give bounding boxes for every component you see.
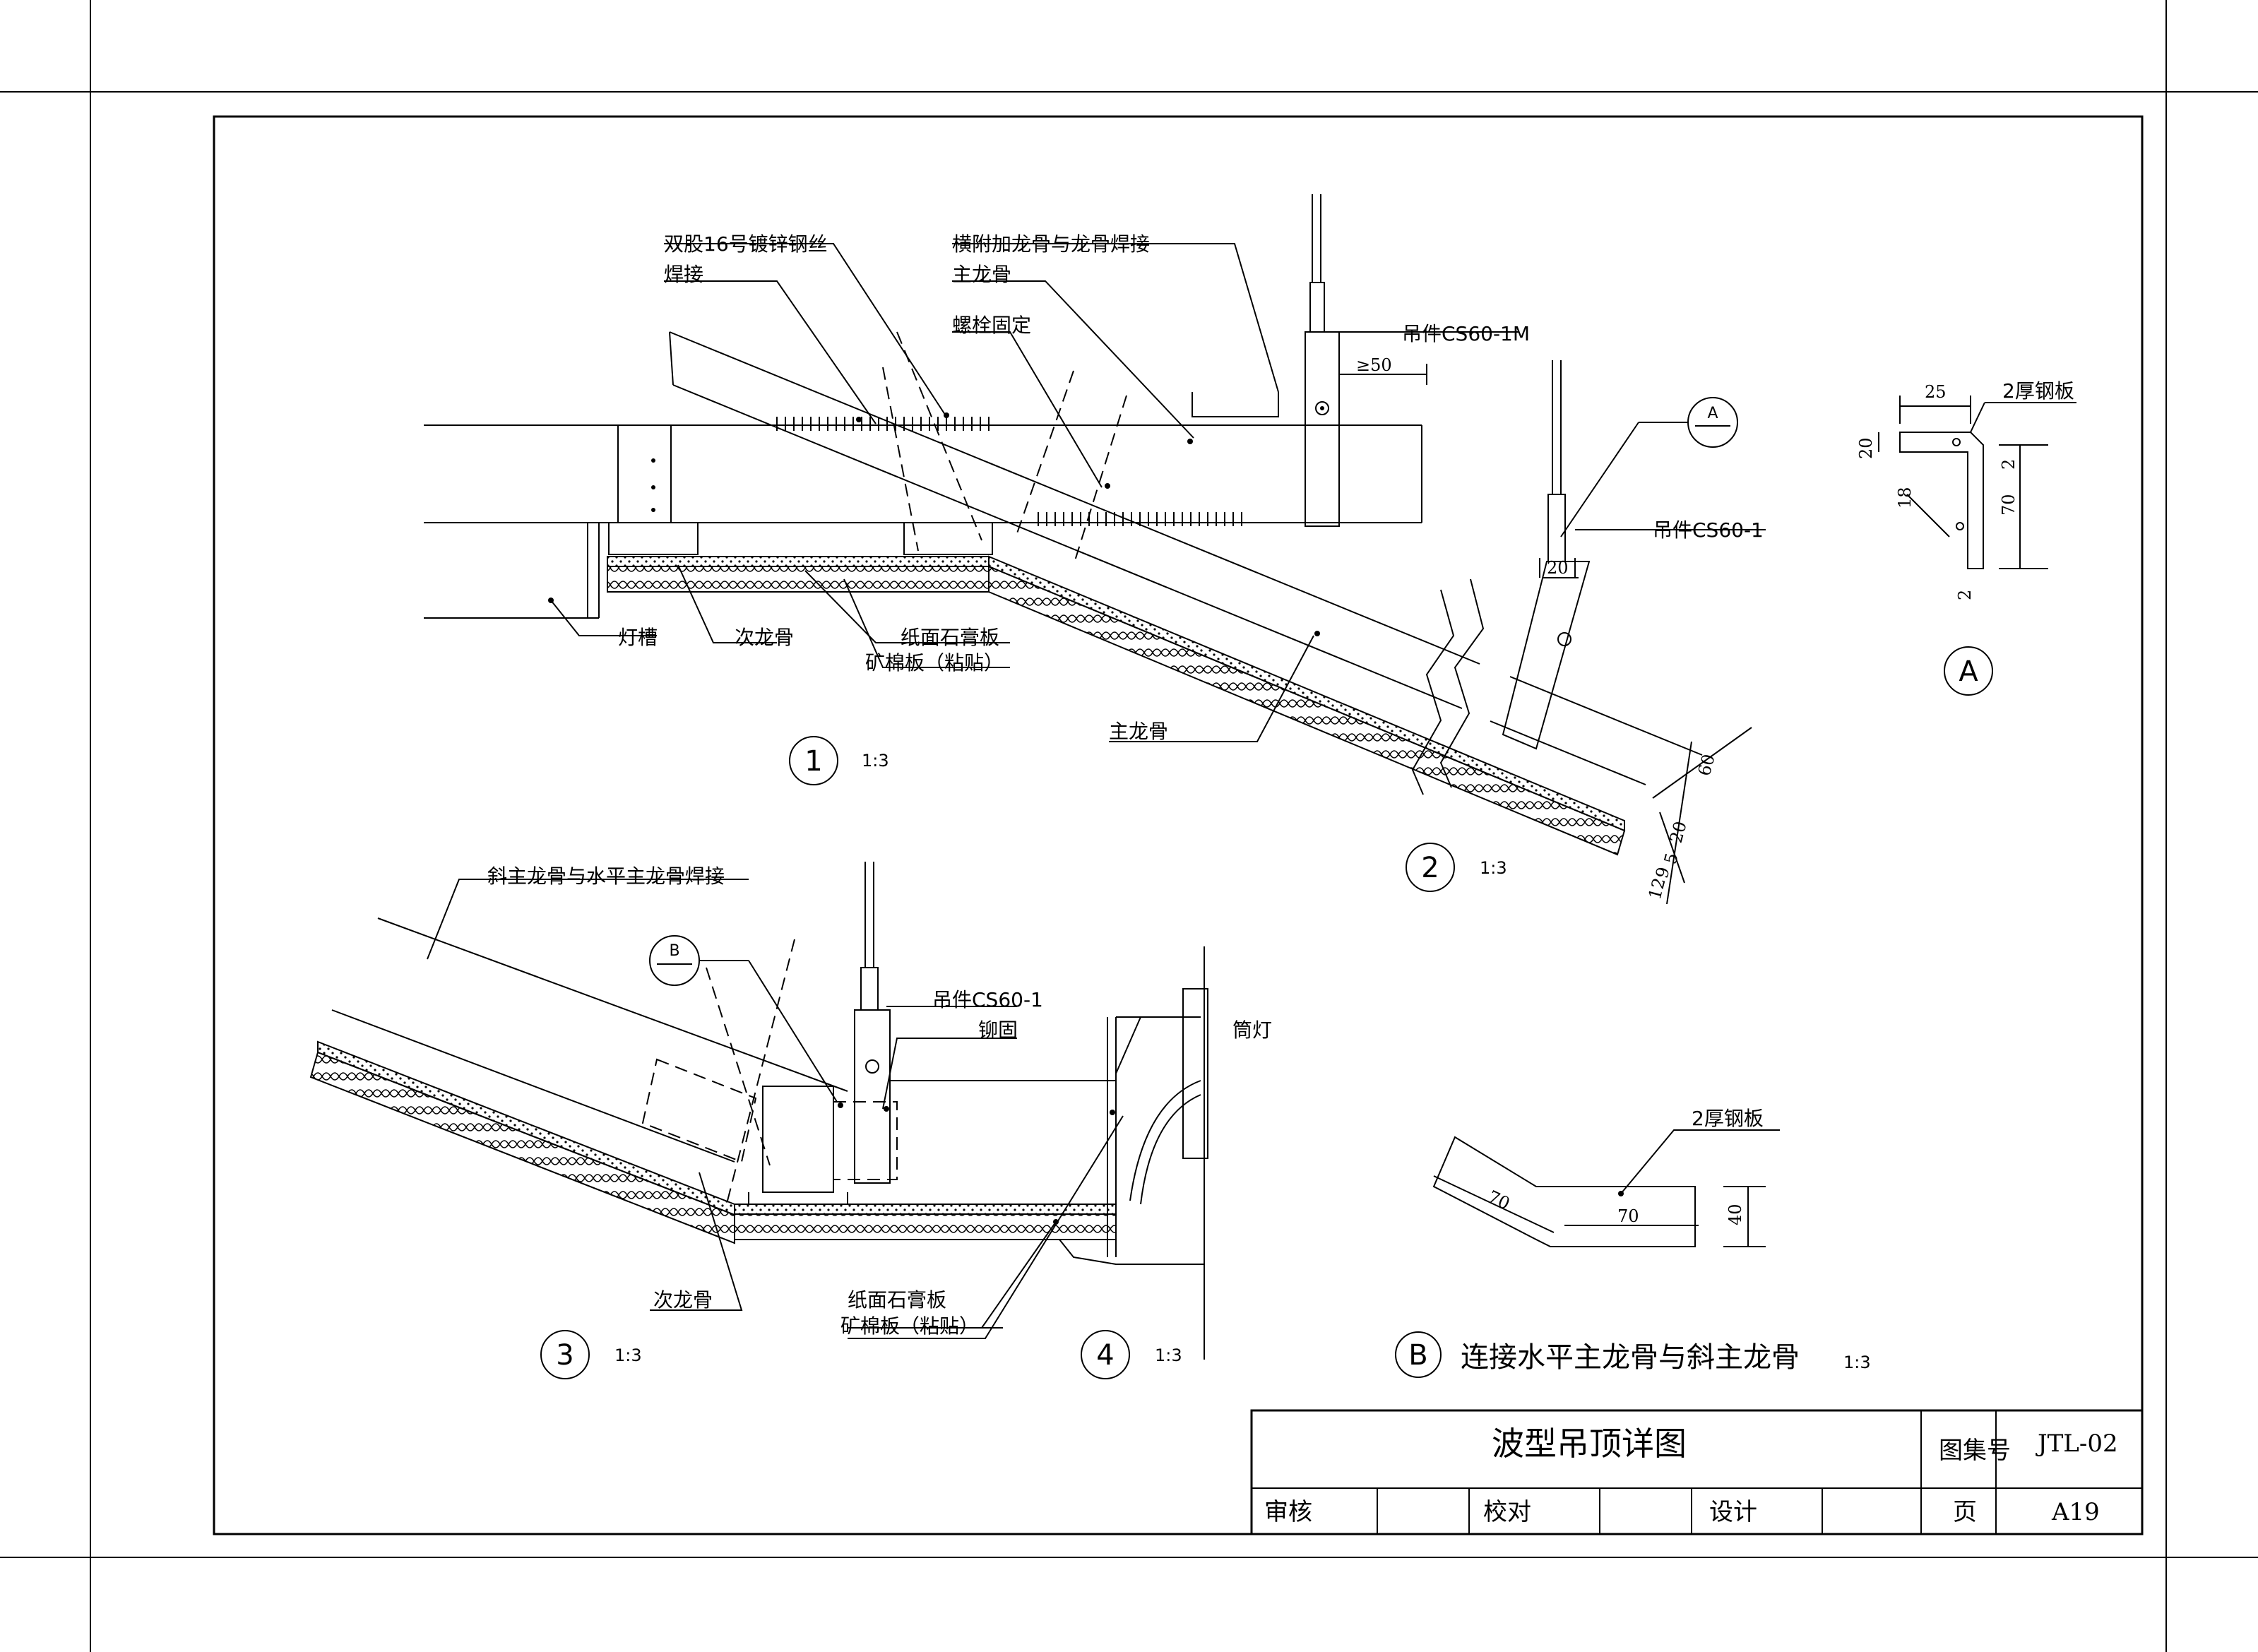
dim-2-b: 2 — [1955, 590, 1975, 600]
detail-a-number: A — [1959, 655, 1978, 688]
drawing-title: 波型吊顶详图 — [1492, 1425, 1687, 1463]
page-label: 页 — [1953, 1498, 1977, 1526]
dim-18: 18 — [1895, 487, 1915, 509]
detail-3-scale: 1:3 — [614, 1345, 642, 1365]
design-label: 设计 — [1709, 1498, 1757, 1526]
cross-weld-label: 横附加龙骨与龙骨焊接 — [952, 232, 1150, 256]
dim-50: ≥50 — [1356, 355, 1392, 375]
plate-label-b: 2厚钢板 — [1692, 1107, 1764, 1130]
check-label: 校对 — [1483, 1498, 1531, 1526]
dim-70-a: 70 — [1999, 494, 2019, 516]
detail-a-geometry — [1878, 396, 2076, 696]
detail-2-geometry — [1502, 360, 1766, 905]
callout-a: A — [1707, 405, 1718, 422]
gypsum-label-3: 纸面石膏板 — [848, 1288, 946, 1312]
detail-3-geometry — [309, 862, 1124, 1339]
title-block — [1250, 1409, 2144, 1535]
atlas-number: JTL-02 — [2036, 1430, 2118, 1458]
dim-60: 60 — [1694, 752, 1719, 778]
downlight-label: 筒灯 — [1232, 1018, 1272, 1042]
gypsum-label: 纸面石膏板 — [901, 626, 999, 649]
detail-2-number: 2 — [1421, 852, 1439, 884]
plate-label-a: 2厚钢板 — [2002, 379, 2074, 403]
page-number: A19 — [2051, 1498, 2100, 1526]
detail-4-number: 4 — [1096, 1339, 1114, 1372]
detail-4-geometry — [838, 946, 1208, 1360]
detail-4-scale: 1:3 — [1155, 1345, 1182, 1365]
dim-20-a: 20 — [1856, 437, 1876, 459]
sub-keel-label: 次龙骨 — [735, 626, 794, 649]
dim-20b: 20 — [1666, 819, 1691, 845]
main-keel-label-2: 主龙骨 — [1109, 720, 1168, 743]
bolt-label: 螺栓固定 — [952, 314, 1031, 337]
sub-keel-label-3: 次龙骨 — [653, 1288, 713, 1312]
detail-b-number: B — [1408, 1339, 1427, 1372]
detail-1-geometry — [424, 194, 1703, 856]
mineral-label: 矿棉板（粘贴） — [865, 651, 1004, 675]
hanger-1m-label: 吊件CS60-1M — [1402, 322, 1530, 345]
dim-70-b1: 70 — [1485, 1187, 1513, 1213]
hanger-label-3: 吊件CS60-1 — [932, 988, 1043, 1011]
weld-label-3: 斜主龙骨与水平主龙骨焊接 — [487, 864, 725, 888]
dim-40: 40 — [1725, 1204, 1745, 1225]
detail-1-number: 1 — [804, 745, 822, 778]
detail-1-scale: 1:3 — [862, 751, 889, 771]
light-slot-label: 灯槽 — [618, 626, 658, 649]
callout-b: B — [669, 942, 679, 960]
dim-9: 9 — [1652, 865, 1674, 881]
dim-70-b2: 70 — [1617, 1206, 1639, 1226]
detail-3-number: 3 — [556, 1339, 574, 1372]
dim-2-a: 2 — [1999, 459, 2019, 470]
detail-markers — [540, 736, 1455, 1379]
detail-b-title: 连接水平主龙骨与斜主龙骨 — [1461, 1341, 1800, 1374]
detail-b-scale: 1:3 — [1843, 1353, 1871, 1372]
atlas-label: 图集号 — [1939, 1437, 2011, 1465]
wire-label: 双股16号镀锌钢丝 — [664, 232, 828, 256]
dim-25: 25 — [1925, 382, 1947, 402]
dim-20: 20 — [1547, 558, 1569, 578]
dim-5: 5 — [1660, 851, 1682, 867]
mineral-label-3: 矿棉板（粘贴） — [840, 1314, 979, 1338]
detail-2-scale: 1:3 — [1480, 858, 1507, 878]
rivet-label: 铆固 — [978, 1018, 1018, 1042]
weld-label: 焊接 — [664, 263, 703, 286]
review-label: 审核 — [1264, 1498, 1312, 1526]
hanger-label: 吊件CS60-1 — [1653, 518, 1764, 542]
main-keel-label: 主龙骨 — [952, 263, 1011, 286]
detail-b-geometry — [1395, 1129, 1780, 1378]
